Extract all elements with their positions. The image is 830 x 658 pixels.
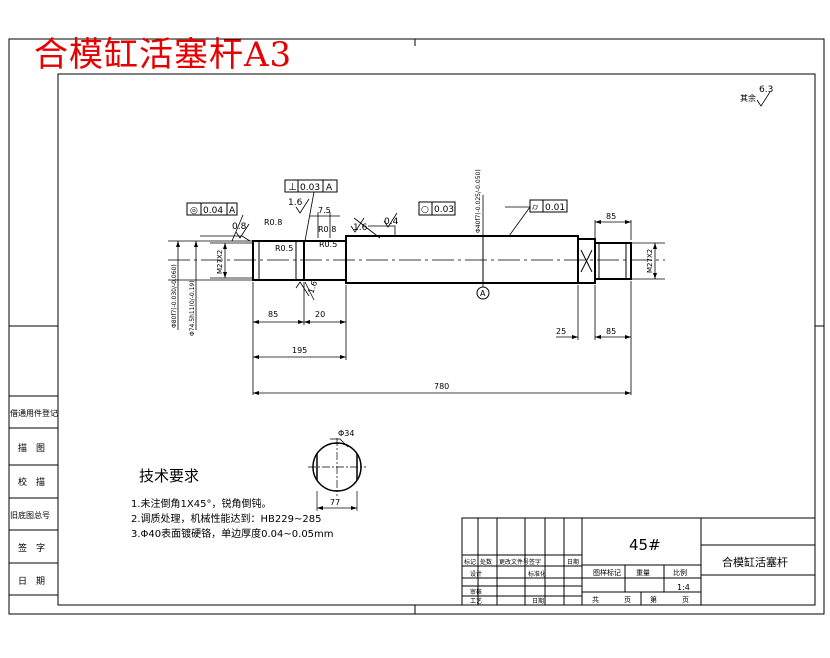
surface-finish-value: 6.3: [759, 85, 773, 95]
material: 45#: [629, 536, 661, 554]
shaft-profile: [252, 235, 632, 284]
tb-sheet: 页: [624, 596, 631, 604]
tb-total: 共: [592, 595, 599, 604]
perpendicularity-value: 0.03: [300, 183, 320, 193]
scale-value: 1:4: [677, 583, 690, 592]
tb-design: 设计: [470, 570, 482, 578]
tb-weight: 重量: [636, 569, 650, 577]
surface-finish-label: 其余: [740, 93, 756, 103]
perpendicularity-datum: A: [326, 183, 333, 193]
tb-stage: 图样标记: [593, 568, 621, 577]
section-dia: Φ34: [338, 429, 354, 438]
cylindricity-value: 0.03: [434, 205, 454, 215]
cylindricity-frame-2: [529, 199, 568, 213]
dia-main: Φ40f7(-0.025/-0.050): [475, 169, 482, 233]
section-width: 77: [330, 498, 340, 507]
concentricity-symbol: ◎: [190, 206, 198, 216]
roughness-symbols: [235, 91, 771, 297]
left-strip-title: 借通用件登记: [10, 408, 58, 418]
roughness-5: 1.6: [306, 280, 319, 295]
dia-left-b: Φ74.5h11(0/-0.19): [189, 280, 196, 336]
perpendicularity-symbol: ⊥: [288, 182, 297, 193]
dia-left-a: Φ80f7(-0.030/-0.060): [171, 264, 178, 328]
tb-count: 处数: [480, 558, 492, 566]
tech-requirements-title: 技术要求: [139, 467, 200, 485]
left-strip-row-3: 旧底图总号: [10, 510, 50, 520]
left-strip: [8, 395, 59, 596]
radius-4: R0.5: [319, 240, 337, 249]
datum-a-label: A: [480, 289, 486, 298]
tb-page: 第: [650, 595, 657, 604]
dim-85-left: 85: [268, 310, 278, 319]
roughness-4: 0.4: [384, 217, 399, 227]
tb-ratio: 比例: [673, 568, 687, 577]
roughness-1: 0.8: [232, 222, 247, 232]
roughness-2: 1.6: [288, 198, 303, 208]
section-view: [308, 438, 366, 511]
inner-frame: [57, 73, 816, 606]
dim-780: 780: [434, 382, 449, 391]
tb-review: 审核: [470, 588, 482, 596]
tb-process: 工艺: [470, 597, 482, 605]
concentricity-value: 0.04: [203, 206, 223, 216]
radius-3: R0.5: [275, 244, 293, 253]
dim-20: 20: [315, 310, 325, 319]
thread-right: M27X2: [646, 249, 654, 273]
part-name: 合模缸活塞杆: [722, 555, 788, 569]
concentricity-datum: A: [229, 206, 236, 216]
cylindricity-symbol: ○: [421, 205, 429, 215]
dim-25: 25: [556, 327, 566, 336]
roughness-3: 1.6: [353, 223, 368, 233]
tb-date: 日期: [567, 558, 579, 566]
drawing-title: 合模缸活塞杆A3: [34, 35, 293, 75]
tb-mark: 标记: [464, 558, 476, 566]
dim-7-5: 7.5: [318, 206, 331, 215]
concentricity-frame: [186, 202, 238, 216]
left-strip-row-1: 描 图: [18, 442, 45, 454]
perpendicularity-frame: [284, 179, 338, 193]
tb-sheet-2: 页: [682, 596, 689, 604]
tech-line-1: 1.未注倒角1X45°，锐角倒钝。: [131, 499, 272, 510]
cylindricity-frame: [418, 201, 456, 216]
left-strip-row-2: 校 描: [18, 476, 45, 488]
tech-line-2: 2.调质处理，机械性能达到：HB229~285: [131, 514, 322, 525]
dim-85-right: 85: [606, 327, 616, 336]
dim-195: 195: [292, 346, 307, 355]
cylindricity-symbol-2: ⌭: [532, 203, 539, 213]
tb-sign: 签字: [529, 558, 541, 566]
cylindricity-value-2: 0.01: [545, 203, 565, 213]
tb-date-2: 日期: [532, 597, 544, 605]
tb-standardize: 标准化: [528, 570, 546, 578]
surface-finish-note: 其余 6.3: [740, 85, 773, 103]
thread-left: M27X2: [216, 250, 224, 274]
tb-change-doc: 更改文件号: [499, 558, 529, 566]
title-block: [461, 517, 816, 606]
left-strip-row-5: 日 期: [18, 576, 45, 587]
radius-2: R0.8: [318, 225, 336, 234]
outer-border: [8, 38, 825, 615]
left-strip-row-4: 签 字: [18, 542, 45, 554]
tech-line-3: 3.Φ40表面镀硬铬，单边厚度0.04~0.05mm: [131, 529, 334, 540]
radius-1: R0.8: [264, 218, 282, 227]
dim-85-top: 85: [606, 212, 616, 221]
